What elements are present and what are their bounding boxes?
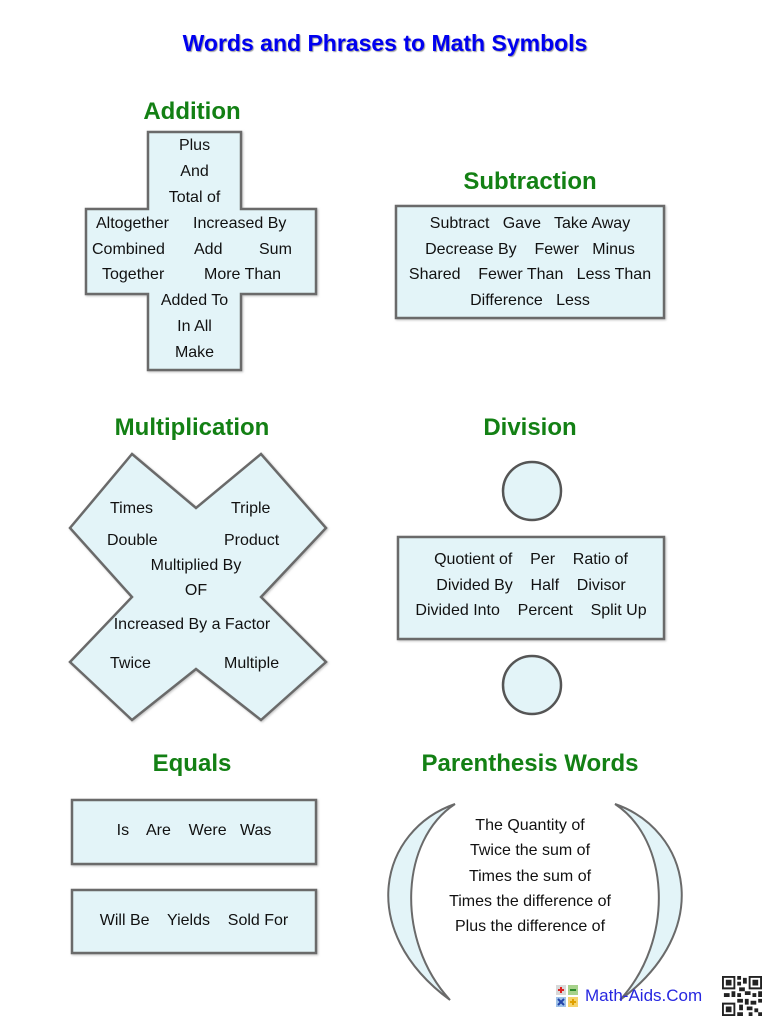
math-aids-link[interactable]: Math-Aids.Com <box>585 986 703 1005</box>
multiplication-word: Product <box>224 532 280 549</box>
equals-heading: Equals <box>152 750 232 777</box>
multiplication-word: Increased By a Factor <box>113 616 271 633</box>
division-dot-top <box>501 460 563 522</box>
addition-word: Plus <box>178 137 211 154</box>
equals-bottom-text: Will Be Yields Sold For <box>99 912 289 929</box>
multiplication-word: Multiplied By <box>150 557 242 574</box>
parenthesis-row: Plus the difference of <box>454 918 606 935</box>
qr-code-icon <box>722 976 762 1016</box>
division-bar <box>396 535 666 641</box>
addition-heading: Addition <box>143 98 241 125</box>
minus-shape <box>394 204 666 320</box>
times-shape <box>68 452 328 722</box>
addition-word: Altogether <box>96 215 169 232</box>
addition-word: Increased By <box>193 215 287 232</box>
division-heading: Division <box>483 414 577 441</box>
subtraction-row: Shared Fewer Than Less Than <box>408 266 652 283</box>
multiplication-word: Double <box>107 532 158 549</box>
subtraction-heading: Subtraction <box>463 168 597 195</box>
addition-word: Added To <box>160 292 229 309</box>
math-operations-logo-icon <box>556 985 578 1007</box>
division-dot-bottom <box>501 654 563 716</box>
equals-bar-top <box>70 798 318 866</box>
parenthesis-row: Times the difference of <box>449 893 611 910</box>
addition-word: More Than <box>204 266 282 283</box>
parenthesis-row: The Quantity of <box>475 817 585 834</box>
subtraction-row: Subtract Gave Take Away <box>429 215 631 232</box>
addition-word: Combined <box>92 241 165 258</box>
multiplication-word: Twice <box>110 655 151 672</box>
parenthesis-heading: Parenthesis Words <box>421 750 639 777</box>
subtraction-row: Difference Less <box>470 292 590 309</box>
multiplication-word: Multiple <box>224 655 280 672</box>
addition-word: Together <box>102 266 165 283</box>
division-row: Divided By Half Divisor <box>436 577 626 594</box>
equals-bar-bottom <box>70 888 318 955</box>
equals-top-text: Is Are Were Was <box>116 822 272 839</box>
parenthesis-row: Twice the sum of <box>469 842 591 859</box>
right-parenthesis-shape <box>614 803 683 1001</box>
addition-word: Make <box>174 344 215 361</box>
left-parenthesis-shape <box>387 803 456 1001</box>
subtraction-row: Decrease By Fewer Minus <box>425 241 635 258</box>
addition-word: And <box>180 163 209 180</box>
addition-word: In All <box>177 318 212 335</box>
addition-word: Total of <box>168 189 221 206</box>
multiplication-word: Times <box>110 500 153 517</box>
parenthesis-row: Times the sum of <box>468 868 592 885</box>
addition-word: Sum <box>259 241 292 258</box>
multiplication-word: OF <box>184 582 208 599</box>
plus-shape <box>84 130 318 372</box>
multiplication-word: Triple <box>231 500 271 517</box>
division-row: Divided Into Percent Split Up <box>415 602 647 619</box>
page-title: Words and Phrases to Math Symbols <box>182 30 588 56</box>
multiplication-heading: Multiplication <box>114 414 270 441</box>
division-row: Quotient of Per Ratio of <box>434 551 628 568</box>
addition-word: Add <box>194 241 223 258</box>
